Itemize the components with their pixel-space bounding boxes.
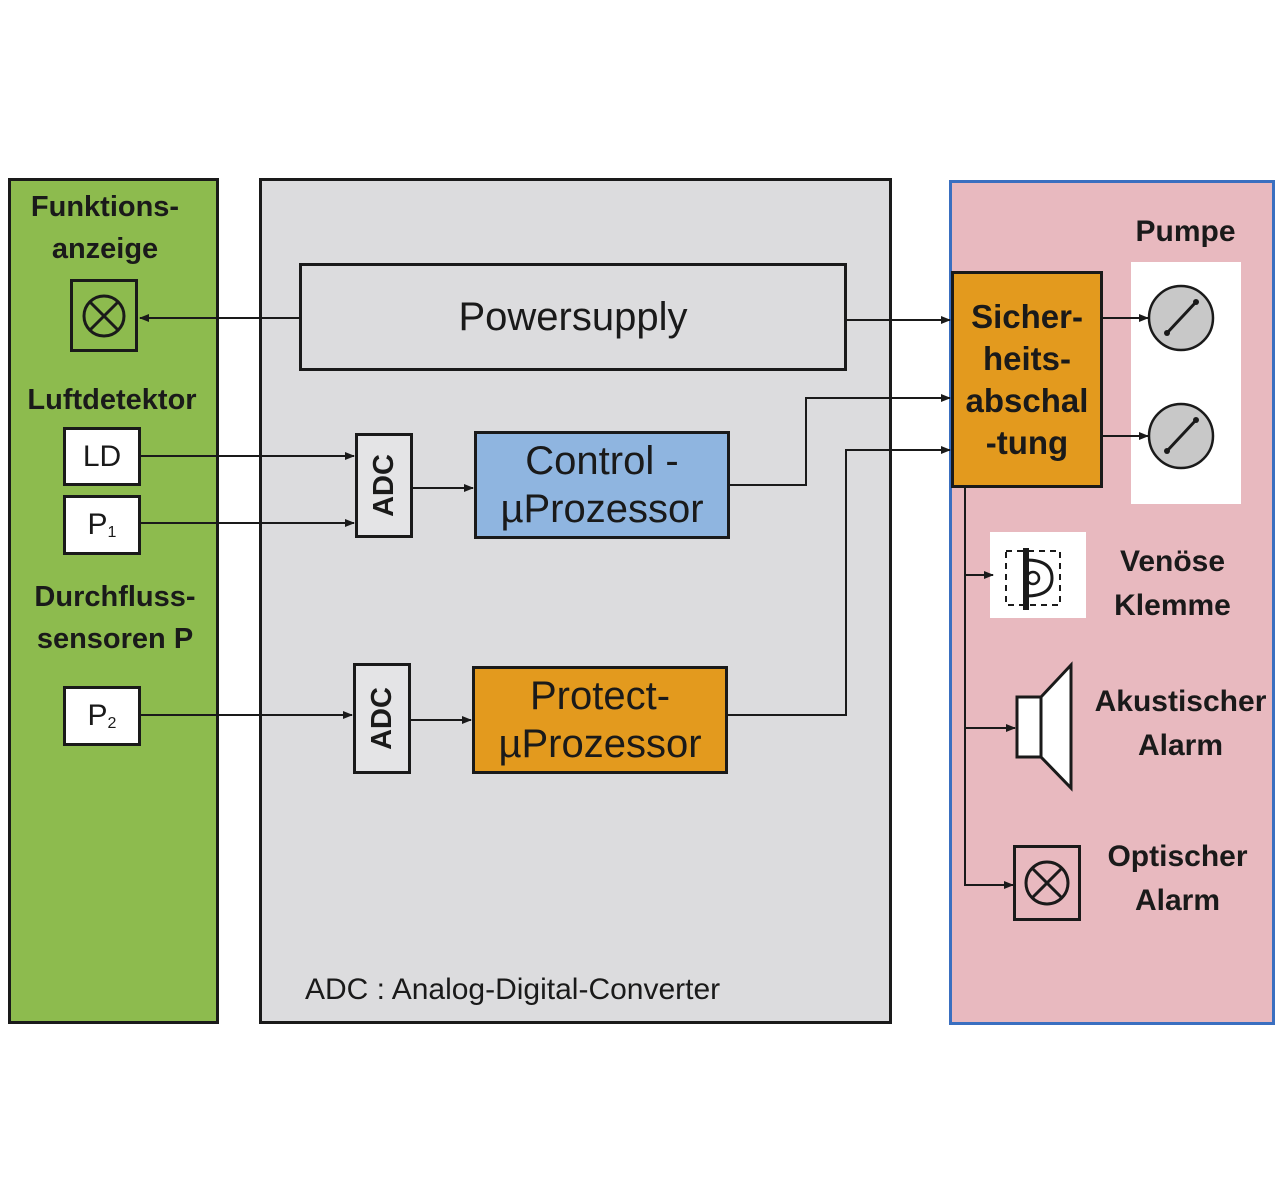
protect-processor-box: Protect- µProzessor [472, 666, 728, 774]
control-processor-box: Control - µProzessor [474, 431, 730, 539]
venoese-klemme-label: Venöse Klemme [1114, 545, 1231, 622]
optischer-alarm-label: Optischer Alarm [1107, 840, 1248, 917]
adc-box-2: ADC [353, 663, 411, 774]
durchfluss-label: Durchfluss- sensoren P [34, 581, 196, 655]
venous-clamp-icon [1005, 548, 1061, 610]
pumpe-label: Pumpe [1135, 215, 1236, 248]
luftdetektor-label: Luftdetektor [27, 384, 197, 416]
adc-footnote: ADC : Analog-Digital-Converter [305, 973, 721, 1006]
optical-alarm-lamp-icon [1013, 845, 1081, 921]
function-lamp-icon [70, 279, 138, 352]
adc-box-1: ADC [355, 433, 413, 538]
pump-icon [1147, 402, 1215, 470]
funktionsanzeige-label: Funktions- anzeige [30, 191, 180, 265]
powersupply-box: Powersupply [299, 263, 847, 371]
speaker-icon [1015, 661, 1073, 792]
ld-sensor-box: LD [63, 427, 141, 486]
pump-icon [1147, 284, 1215, 352]
akustischer-alarm-label: Akustischer Alarm [1094, 685, 1267, 762]
safety-cutoff-box: Sicher- heits- abschal -tung [951, 271, 1103, 488]
